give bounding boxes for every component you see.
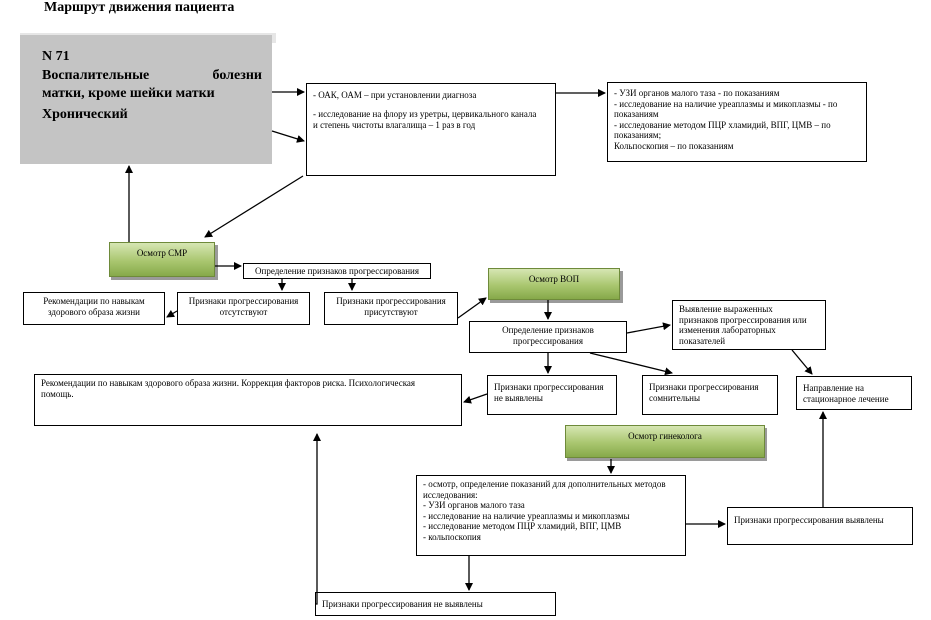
signs-found-box: Признаки прогрессирования выявлены (727, 507, 913, 545)
analysis-box: - ОАК, ОАМ – при установлении диагноза -… (306, 83, 556, 176)
arrow-determine-to-pronounced (626, 322, 671, 334)
signs-not-found-box-1: Признаки прогрессирования не выявлены (487, 375, 617, 415)
arrow-notfound-to-recommendations (463, 393, 488, 404)
analysis-line-1: - ОАК, ОАМ – при установлении диагноза (313, 90, 477, 100)
diagnosis-name-line1: Воспалительные болезни (42, 68, 262, 84)
signs-doubtful-box: Признаки прогрессирования сомнительны (642, 375, 778, 415)
diagnosis-box: N 71 Воспалительные болезни матки, кроме… (20, 35, 272, 164)
referral-box: Направление на стационарное лечение (796, 376, 912, 410)
diagnosis-form: Хронический (42, 107, 128, 122)
vop-exam-box: Осмотр ВОП (488, 268, 620, 300)
signs-not-found-box-2: Признаки прогрессирования не выявлены (315, 592, 556, 616)
arrow-present-to-vop (457, 297, 487, 319)
determine-signs-smr-box: Определение признаков прогрессирования (243, 263, 431, 279)
recommendations-short-box: Рекомендации по навыкам здорового образа… (23, 292, 165, 325)
smr-exam-box: Осмотр СМР (109, 242, 215, 277)
diagnosis-name-part-left: Воспалительные (42, 68, 150, 83)
arrow-absent-to-recommendations (166, 309, 178, 318)
pronounced-signs-box: Выявление выраженных признаков прогресси… (672, 300, 826, 350)
recommendations-full-box: Рекомендации по навыкам здорового образа… (34, 374, 462, 426)
arrow-extra-to-smr (204, 175, 304, 238)
gyn-exam-box: Осмотр гинеколога (565, 425, 765, 458)
diagnosis-name-line2: матки, кроме шейки матки (42, 86, 215, 101)
signs-absent-box: Признаки прогрессирования отсутствуют (177, 292, 310, 325)
analysis-line-2: - исследование на флору из уретры, церви… (313, 109, 537, 130)
signs-present-box: Признаки прогрессирования присутствуют (324, 292, 458, 325)
extra-exams-box: - УЗИ органов малого таза - по показания… (607, 82, 867, 162)
gyn-details-box: - осмотр, определение показаний для допо… (416, 475, 686, 556)
arrow-determine-to-doubtful (589, 352, 673, 376)
arrow-pronounced-to-referral (791, 349, 813, 375)
diagnosis-name-part-right: болезни (212, 68, 262, 83)
arrow-not-found-to-recommendations (313, 433, 321, 605)
page-title: Маршрут движения пациента (44, 0, 235, 15)
diagnosis-number: N 71 (42, 49, 70, 64)
determine-signs-vop-box: Определение признаков прогрессирования (469, 321, 627, 353)
arrow-diagnosis-to-analysis-2 (271, 130, 305, 143)
